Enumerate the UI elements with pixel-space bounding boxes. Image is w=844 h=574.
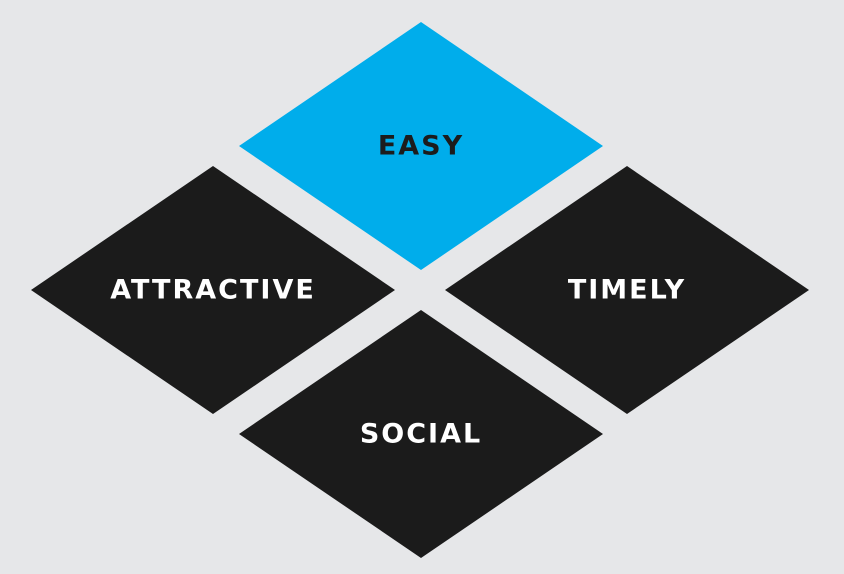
diamond-social: SOCIAL bbox=[239, 310, 603, 558]
diamond-attractive-label: ATTRACTIVE bbox=[110, 275, 316, 306]
diamond-attractive-shape bbox=[31, 166, 395, 414]
diamond-timely-shape bbox=[445, 166, 809, 414]
diamond-social-shape bbox=[239, 310, 603, 558]
diamond-social-label: SOCIAL bbox=[360, 419, 482, 450]
diamond-easy-label: EASY bbox=[378, 131, 464, 162]
diamond-easy-shape bbox=[239, 22, 603, 270]
diamond-attractive: ATTRACTIVE bbox=[31, 166, 395, 414]
diamond-timely: TIMELY bbox=[445, 166, 809, 414]
diamond-easy: EASY bbox=[239, 22, 603, 270]
diamond-timely-label: TIMELY bbox=[568, 275, 686, 306]
